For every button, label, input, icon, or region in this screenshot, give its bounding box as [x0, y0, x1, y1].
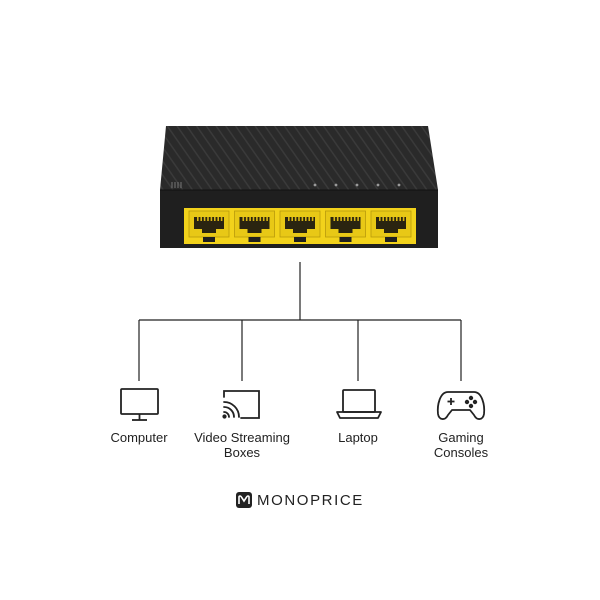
device-label-gaming: Gaming Consoles — [391, 430, 531, 460]
device-label-gaming-line2: Consoles — [433, 445, 489, 460]
device-label-computer: Computer — [69, 430, 209, 445]
brand-mark-icon — [236, 492, 252, 508]
switch-top-panel — [160, 126, 438, 190]
brand-logo: MONOPRICE — [236, 490, 364, 510]
brand-name: MONOPRICE — [257, 491, 364, 509]
device-label-computer-line1: Computer — [110, 430, 168, 445]
device-label-laptop: Laptop — [288, 430, 428, 445]
ethernet-port — [325, 210, 366, 242]
switch-leds — [313, 183, 401, 187]
laptop-icon — [336, 389, 382, 419]
network-switch — [160, 126, 438, 248]
ethernet-port — [234, 210, 275, 242]
monitor-icon — [120, 388, 159, 421]
device-label-gaming-line1: Gaming — [438, 430, 484, 445]
gamepad-icon — [436, 391, 486, 420]
connection-lines — [138, 262, 462, 381]
ethernet-port — [279, 210, 321, 242]
switch-vents — [171, 182, 182, 188]
ethernet-port — [370, 210, 412, 242]
ethernet-port — [188, 210, 230, 242]
cast-icon — [222, 390, 260, 419]
device-label-streaming-line1: Video Streaming — [194, 430, 290, 445]
device-label-streaming-line2: Boxes — [223, 445, 261, 460]
device-label-laptop-line1: Laptop — [338, 430, 378, 445]
device-label-streaming: Video Streaming Boxes — [172, 430, 312, 460]
ethernet-ports — [188, 210, 412, 242]
